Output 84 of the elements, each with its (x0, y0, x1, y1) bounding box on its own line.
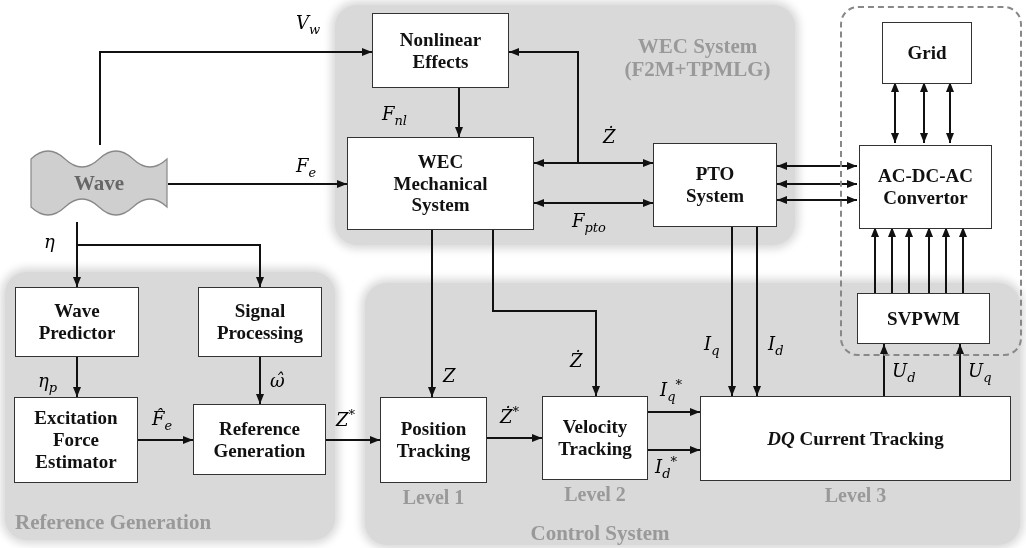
arrow (76, 221, 264, 288)
group-panel (335, 5, 795, 245)
process-box (380, 397, 487, 483)
box-label: Reference Generation (212, 417, 307, 462)
signal-label: V$_{w}$ (296, 14, 321, 36)
arrow (776, 162, 858, 170)
arrow (256, 356, 264, 405)
box-label: Position Tracking (395, 418, 472, 462)
signal-label: Ż (570, 352, 583, 370)
signal-label: U$_{q}$ (968, 362, 992, 384)
arrow (959, 226, 967, 294)
arrow (891, 81, 899, 144)
signal-label: F$_{e}$ (296, 157, 317, 179)
process-box (198, 287, 322, 357)
box-label: DQ Current Tracking (767, 427, 944, 450)
signal-label: U$_{d}$ (892, 362, 916, 384)
group-title: Control System (529, 522, 671, 546)
process-box (653, 143, 777, 227)
arrow (956, 343, 964, 397)
arrow (492, 229, 600, 397)
arrow (455, 87, 463, 138)
process-box (857, 293, 990, 344)
signal-label: Ż$^{*}$ (500, 405, 519, 426)
process-box (372, 13, 509, 88)
group-panel (365, 283, 1020, 545)
node-label: Wave (73, 171, 125, 196)
box-label: SVPWM (887, 307, 960, 330)
box-label: Signal Processing (215, 300, 305, 344)
arrow (946, 81, 954, 144)
signal-label: I$_{d}$ (768, 335, 784, 357)
signal-label: η$_{p}$ (38, 372, 58, 394)
arrow (871, 226, 879, 294)
process-box (700, 396, 1011, 481)
arrow (776, 180, 858, 188)
group-title: WEC System (F2M+TPMLG) (623, 35, 772, 82)
box-label: Nonlinear Effects (398, 28, 483, 73)
process-box (859, 145, 992, 229)
signal-label: Z$^{*}$ (336, 408, 355, 429)
box-label: Velocity Tracking (557, 416, 633, 460)
arrow (647, 408, 701, 416)
arrow (880, 343, 888, 397)
signal-label: F$_{pto}$ (572, 212, 606, 234)
arrow (753, 226, 761, 397)
arrow (942, 226, 950, 294)
box-label: Excitation Force Estimator (33, 407, 119, 473)
arrow (533, 199, 654, 207)
arrow (728, 226, 736, 397)
group-panel (5, 272, 335, 540)
level-label: Level 3 (823, 484, 888, 507)
arrow (508, 48, 579, 164)
arrow (905, 226, 913, 294)
arrow (137, 436, 194, 444)
process-box (15, 287, 139, 357)
group-title: Reference Generation (15, 511, 213, 535)
signal-label: η (44, 233, 55, 251)
level-label: Level 1 (401, 486, 466, 509)
signal-label: I$_{q}$ (704, 335, 720, 357)
signal-label: Z (443, 367, 456, 385)
process-box (882, 22, 972, 84)
process-box (347, 137, 534, 230)
box-label: PTO System (684, 163, 746, 207)
arrow (73, 356, 81, 398)
box-label: AC-DC-AC Convertor (877, 165, 974, 209)
process-box (542, 396, 648, 480)
arrow (888, 226, 896, 294)
arrow (428, 229, 436, 398)
arrow (925, 226, 933, 294)
level-label: Level 2 (563, 483, 627, 506)
arrow (325, 436, 381, 444)
signal-label: F$_{nl}$ (382, 105, 408, 127)
signal-label: F̂$_{e}$ (152, 410, 173, 432)
arrow (920, 81, 928, 144)
arrow (647, 446, 701, 454)
signal-label: ω̂ (270, 372, 285, 390)
arrow (99, 48, 373, 146)
signal-label: Ż (603, 128, 616, 146)
process-box (14, 397, 138, 483)
arrow (486, 434, 543, 442)
process-box (193, 404, 326, 475)
box-label: Wave Predictor (37, 300, 117, 344)
box-label: WEC Mechanical System (392, 150, 489, 217)
arrow (167, 180, 348, 188)
box-label: Grid (907, 42, 947, 64)
arrow (776, 196, 858, 204)
